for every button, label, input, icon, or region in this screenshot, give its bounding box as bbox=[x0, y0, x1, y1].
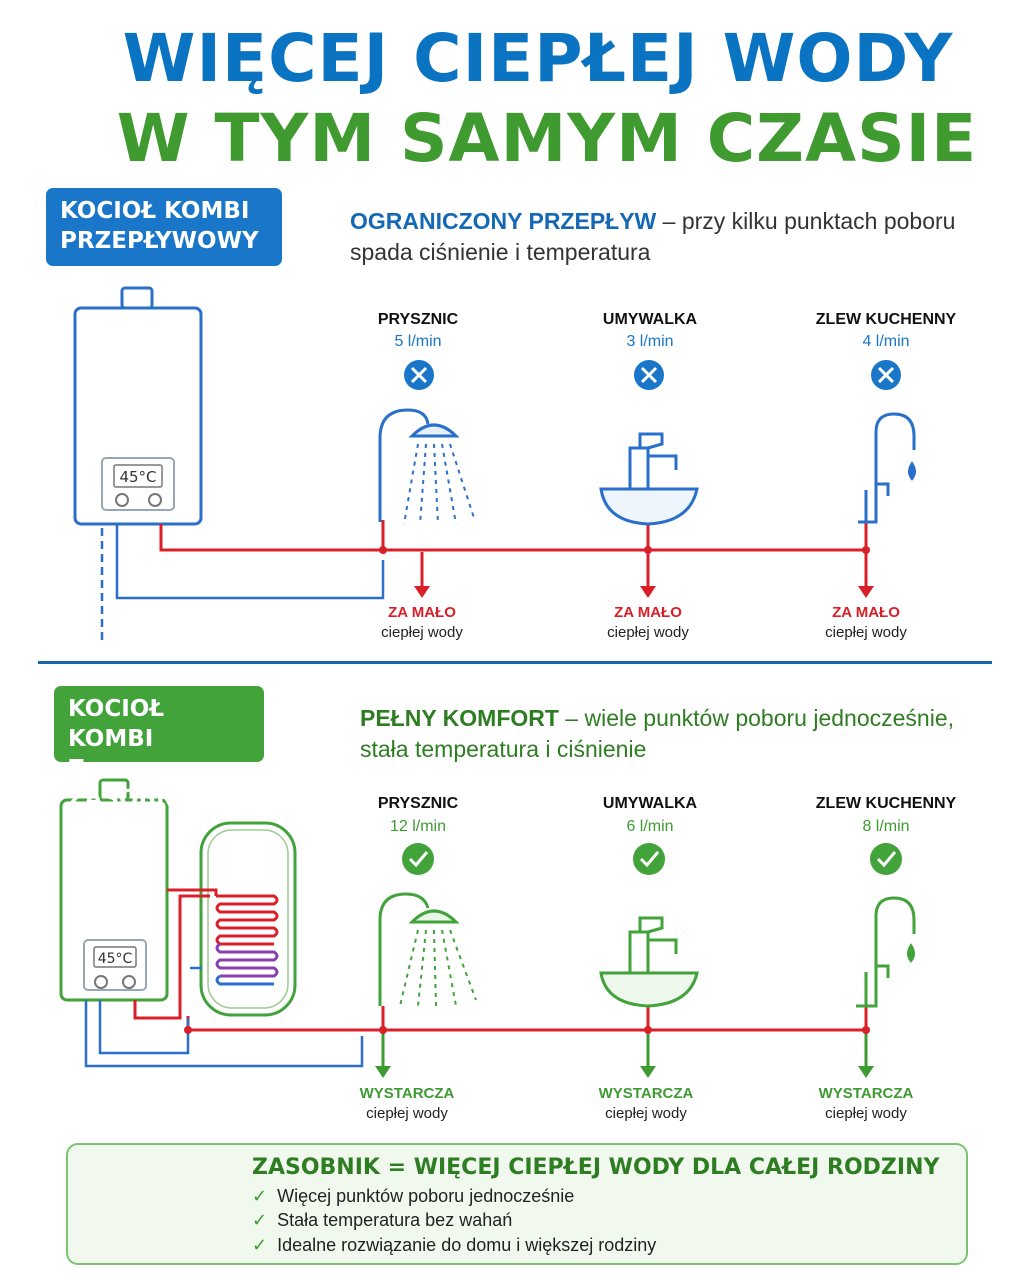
point-flow-shower-bottom: 12 l/min bbox=[389, 818, 447, 835]
point-flow-kitchen-bottom: 8 l/min bbox=[862, 818, 910, 835]
description-top-highlight: OGRANICZONY PRZEPŁYW bbox=[350, 208, 657, 234]
point-label-shower-bottom: PRYSZNIC bbox=[377, 795, 459, 812]
result-sub-shower-top: ciepłej wody bbox=[381, 624, 463, 641]
summary-item-text: Stała temperatura bez wahań bbox=[277, 1210, 513, 1230]
badge-combi-flow-line-1: KOCIOŁ KOMBI bbox=[60, 198, 250, 224]
description-top-text: – przy kilku punktach poboru spada ciśni… bbox=[350, 208, 956, 265]
result-sub-shower-bottom: ciepłej wody bbox=[366, 1105, 448, 1122]
summary-panel bbox=[66, 1143, 968, 1265]
point-label-basin-top: UMYWALKA bbox=[602, 311, 698, 328]
point-flow-shower-top: 5 l/min bbox=[394, 333, 442, 350]
summary-title: ZASOBNIK = WIĘCEJ CIEPŁEJ WODY DLA CAŁEJ… bbox=[252, 1155, 940, 1180]
point-flow-kitchen-top: 4 l/min bbox=[862, 333, 910, 350]
result-shower-top: ZA MAŁO bbox=[388, 604, 456, 621]
description-top: OGRANICZONY PRZEPŁYW – przy kilku punkta… bbox=[350, 206, 990, 268]
shower-icon-top bbox=[378, 408, 475, 525]
summary-item: ✓ Stała temperatura bez wahań bbox=[252, 1210, 512, 1231]
point-flow-basin-bottom: 6 l/min bbox=[626, 818, 674, 835]
cold-water-pipe-top bbox=[100, 524, 385, 640]
result-sub-basin-top: ciepłej wody bbox=[607, 624, 689, 641]
check-icon: ✓ bbox=[252, 1210, 268, 1230]
description-bottom: PEŁNY KOMFORT – wiele punktów poboru jed… bbox=[360, 703, 1000, 765]
section-divider bbox=[38, 661, 992, 664]
sink-icon-bottom bbox=[599, 916, 699, 1008]
badge-combi-tank-line-1: KOCIOŁ KOMBI bbox=[68, 696, 165, 752]
result-sub-kitchen-top: ciepłej wody bbox=[825, 624, 907, 641]
result-sub-kitchen-bottom: ciepłej wody bbox=[825, 1105, 907, 1122]
summary-item-text: Więcej punktów poboru jednocześnie bbox=[277, 1186, 575, 1206]
sink-icon-top bbox=[599, 432, 699, 526]
point-label-kitchen-top: ZLEW KUCHENNY bbox=[815, 311, 957, 328]
point-label-shower-top: PRYSZNIC bbox=[377, 311, 459, 328]
result-basin-bottom: WYSTARCZA bbox=[598, 1085, 694, 1102]
badge-combi-flow-line-2: PRZEPŁYWOWY bbox=[60, 228, 259, 254]
badge-combi-flow: KOCIOŁ KOMBI PRZEPŁYWOWY bbox=[46, 188, 282, 266]
description-bottom-text: – wiele punktów poboru jednocześnie, sta… bbox=[360, 705, 955, 762]
kitchen-faucet-icon-top bbox=[858, 412, 916, 524]
summary-item: ✓ Idealne rozwiązanie do domu i większej … bbox=[252, 1235, 656, 1256]
down-arrow-icons-bottom bbox=[184, 1026, 874, 1078]
combi-boiler-icon-bottom bbox=[59, 778, 169, 1002]
point-flow-basin-top: 3 l/min bbox=[626, 333, 674, 350]
down-arrow-icons-top bbox=[379, 546, 874, 598]
combi-boiler-icon bbox=[73, 286, 203, 526]
hot-water-pipe-top bbox=[159, 520, 868, 588]
kitchen-faucet-icon-bottom bbox=[856, 896, 916, 1008]
badge-combi-tank: KOCIOŁ KOMBI Z ZASOBNIKIEM bbox=[54, 686, 264, 812]
water-tank-icon bbox=[199, 821, 297, 1017]
point-label-kitchen-bottom: ZLEW KUCHENNY bbox=[815, 795, 957, 812]
result-kitchen-bottom: WYSTARCZA bbox=[818, 1085, 914, 1102]
cold-water-pipe-bottom bbox=[84, 966, 364, 1068]
result-shower-bottom: WYSTARCZA bbox=[359, 1085, 455, 1102]
check-icons-bottom bbox=[402, 843, 902, 875]
point-label-basin-bottom: UMYWALKA bbox=[602, 795, 698, 812]
result-kitchen-top: ZA MAŁO bbox=[832, 604, 900, 621]
cross-icons-top bbox=[404, 360, 901, 390]
summary-item: ✓ Więcej punktów poboru jednocześnie bbox=[252, 1186, 574, 1207]
title-line-1: WIĘCEJ CIEPŁEJ WODY bbox=[122, 20, 954, 97]
boiler-display-bottom: 45°C bbox=[98, 951, 133, 967]
summary-item-text: Idealne rozwiązanie do domu i większej r… bbox=[277, 1235, 657, 1255]
check-icon: ✓ bbox=[252, 1235, 268, 1255]
badge-combi-tank-line-2: Z ZASOBNIKIEM bbox=[68, 756, 249, 812]
check-icon: ✓ bbox=[252, 1186, 268, 1206]
shower-icon-bottom bbox=[378, 892, 477, 1007]
boiler-display-top: 45°C bbox=[119, 468, 156, 486]
description-bottom-highlight: PEŁNY KOMFORT bbox=[360, 705, 559, 731]
title-line-2: W TYM SAMYM CZASIE bbox=[116, 100, 978, 177]
result-basin-top: ZA MAŁO bbox=[614, 604, 682, 621]
result-sub-basin-bottom: ciepłej wody bbox=[605, 1105, 687, 1122]
